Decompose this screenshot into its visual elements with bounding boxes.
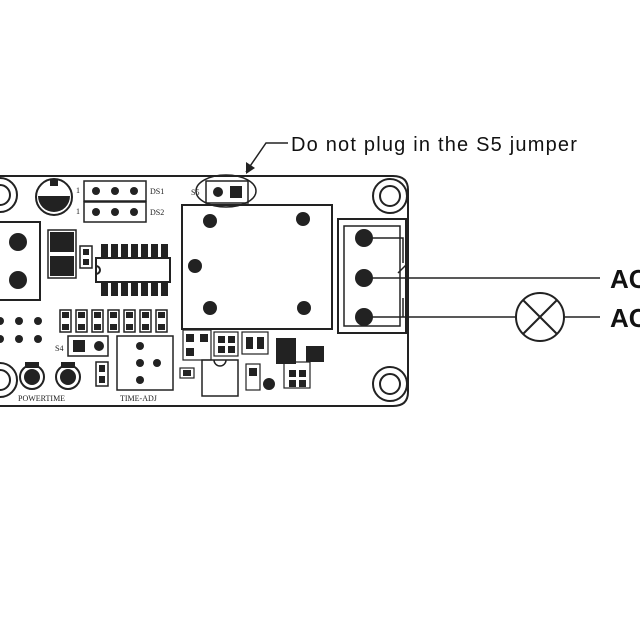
ic-chip <box>95 244 171 296</box>
resistor-small-b <box>95 361 109 387</box>
jumper-s4 <box>67 335 109 357</box>
output-terminal <box>337 218 409 334</box>
ds1-label: DS1 <box>150 187 164 196</box>
mounting-hole-top-left <box>0 177 18 213</box>
smd-left-lower <box>179 367 195 379</box>
mounting-hole-bottom-right <box>372 366 408 402</box>
annotation-arrow <box>245 142 288 174</box>
resistor-array <box>59 309 168 333</box>
mounting-hole-top-right <box>372 178 408 214</box>
tantalum-cap <box>276 338 324 364</box>
smd-right-lower <box>245 361 311 391</box>
ac-label-bottom: AC <box>610 303 640 333</box>
pcb-board <box>0 175 409 407</box>
header-ds2 <box>83 201 147 223</box>
s4-label: S4 <box>55 344 63 353</box>
buzzer <box>35 178 73 216</box>
jumper-s5 <box>205 180 249 204</box>
mounting-hole-bottom-left <box>0 362 18 398</box>
lamp-symbol <box>515 292 565 342</box>
powertime-label: POWERTIME <box>18 394 65 403</box>
optocoupler <box>201 359 239 397</box>
resistor-small-a <box>79 245 93 269</box>
annotation-text: Do not plug in the S5 jumper <box>291 134 578 156</box>
potentiometer <box>116 335 174 391</box>
transistor-smd <box>182 329 212 361</box>
pin1-label-top: 1 <box>76 186 80 195</box>
header-ds1 <box>83 180 147 202</box>
time-adj-label: TIME-ADJ <box>120 394 157 403</box>
led-time <box>55 362 81 390</box>
resistor-smd-c <box>241 331 269 355</box>
capacitor-smd <box>47 229 77 279</box>
solder-pad-grid <box>0 317 42 343</box>
relay <box>181 204 333 330</box>
s5-highlight-ellipse <box>195 174 257 208</box>
diode-smd <box>213 331 239 357</box>
pin1-label-bottom: 1 <box>76 207 80 216</box>
led-power <box>19 362 45 390</box>
power-terminal <box>0 221 41 301</box>
ac-label-top: AC <box>610 264 640 294</box>
board-outline <box>0 175 409 407</box>
s5-label: S5 <box>191 188 199 197</box>
ds2-label: DS2 <box>150 208 164 217</box>
